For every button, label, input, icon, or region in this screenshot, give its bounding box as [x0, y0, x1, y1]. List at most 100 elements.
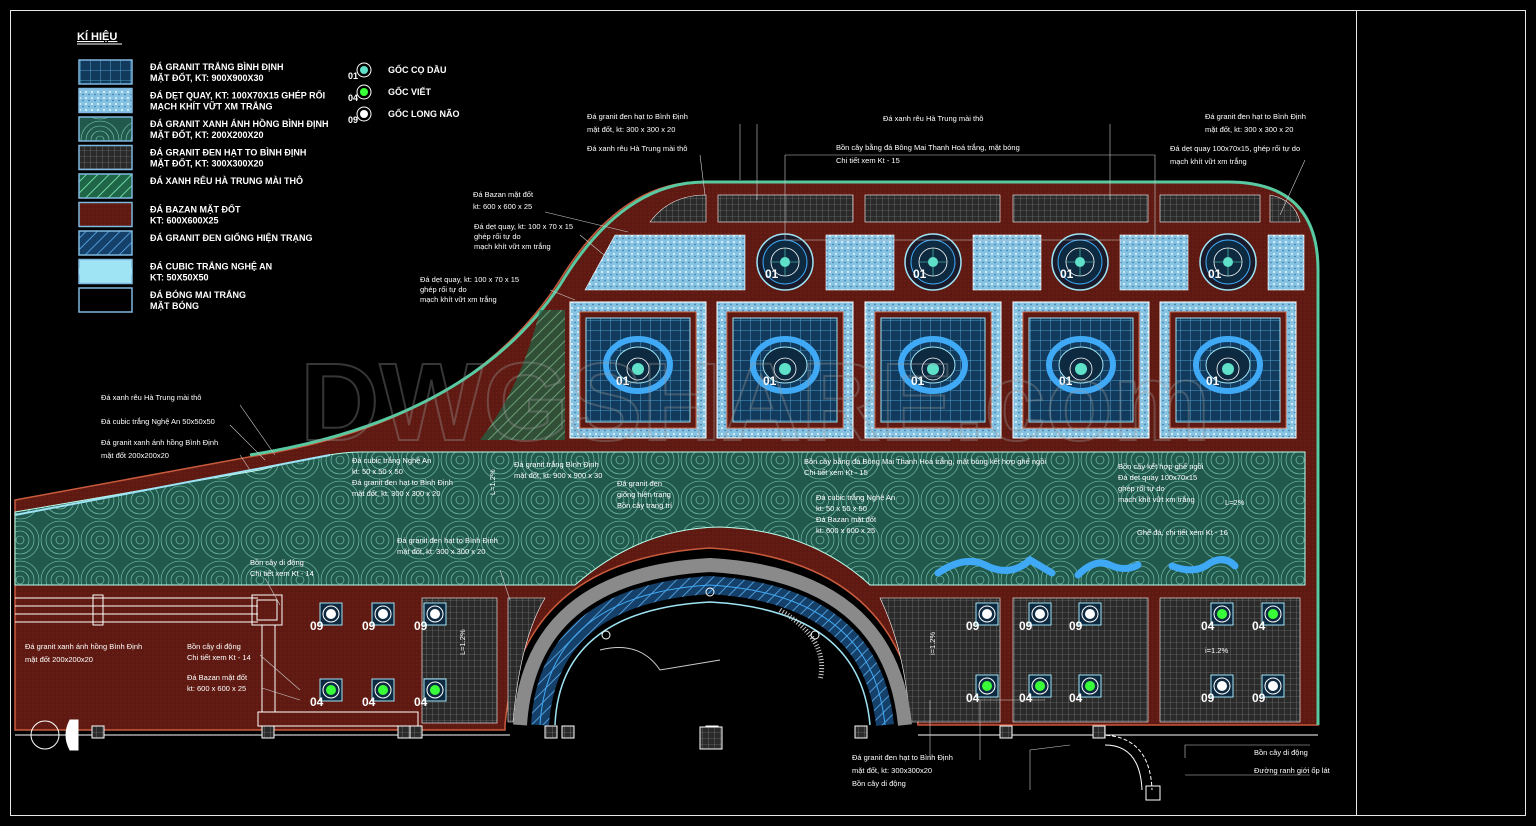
pillar-box [1092, 725, 1106, 739]
annotation-label: Đá granit đen hạt to Bình Định [1205, 112, 1306, 121]
tree-symbol-icon [356, 62, 372, 78]
annotation-label: mặt đốt 200x200x20 [25, 655, 93, 664]
annotation-label: kt: 50 x 50 x 50 [816, 504, 867, 513]
tree-symbol-icon [356, 106, 372, 122]
right-boundary [918, 734, 1318, 801]
tree-marker: 09 [1069, 602, 1102, 633]
legend-label: ĐÁ DẸT QUAY, KT: 100X70X15 GHÉP RỐI [150, 90, 325, 101]
palm-tree-icon [1222, 363, 1234, 375]
legend-swatch [78, 287, 133, 313]
top-granite-strips [649, 194, 1301, 223]
tree-icon [1264, 605, 1282, 623]
legend-item: ĐÁ DẸT QUAY, KT: 100X70X15 GHÉP RỐIMẠCH … [78, 87, 325, 114]
legend-item: ĐÁ GRANIT ĐEN GIỐNG HIỆN TRẠNG [78, 230, 313, 256]
legend-label: KT: 50X50X50 [150, 273, 209, 283]
legend-swatch [78, 173, 133, 199]
annotation-label: ghép rối tự do [1118, 484, 1165, 493]
flat-stone-panels [584, 234, 1305, 291]
annotation-label: mạch khít vữt xm trắng [1170, 157, 1247, 166]
legend-item: ĐÁ XANH RÊU HÀ TRUNG MÀI THÔ [78, 173, 303, 199]
tree-code: 04 [1019, 691, 1033, 705]
tree-marker: 04 [1069, 674, 1102, 705]
legend-label: ĐÁ BÓNG MAI TRẮNG [150, 289, 246, 300]
tree-icon [1081, 677, 1099, 695]
annotation-label: mặt đốt, kt: 300 x 300 x 20 [352, 489, 440, 498]
drawing-frame [10, 10, 1526, 816]
annotation-label: mạch khít vữt xm trắng [420, 295, 497, 304]
legend-label: MẶT ĐỐT, KT: 200X200X20 [150, 129, 264, 140]
tree-icon [374, 681, 392, 699]
palm-tree-icon [632, 363, 644, 375]
tree-code: 01 [763, 374, 777, 388]
legend-label: ĐÁ GRANIT ĐEN GIỐNG HIỆN TRẠNG [150, 232, 313, 243]
legend-label: ĐÁ BAZAN MẶT ĐỐT [150, 204, 241, 215]
annotation-label: Đá granit trắng Bình Định [514, 460, 599, 469]
tree-icon [1264, 677, 1282, 695]
tree-code: 04 [1069, 691, 1083, 705]
tree-icon [978, 677, 996, 695]
tree-code: 04 [1252, 619, 1266, 633]
annotation-label: Bồn cây bằng đá Bông Mai Thanh Hoá trắng… [804, 457, 1046, 466]
slope-label: i=1.2% [1205, 646, 1228, 655]
round-planter: 01 [1051, 233, 1109, 291]
leader-lines [229, 124, 1310, 790]
palm-tree-icon [927, 363, 939, 375]
tree-code: 01 [911, 374, 925, 388]
square-fountain-planter: 01 [864, 301, 1002, 439]
legend: KÍ HIỆU ĐÁ GRANIT TRẮNG BÌNH ĐỊNH MẶT ĐỐT… [77, 30, 460, 313]
pillar-box [397, 725, 411, 739]
legend-label: ĐÁ GRANIT TRẮNG BÌNH ĐỊNH [150, 62, 284, 72]
pillar-box [91, 725, 105, 739]
tree-code: 01 [1208, 267, 1222, 281]
annotation-label: Đá dẹt quay, kt: 100 x 70 x 15 [420, 275, 519, 284]
pillar-box [409, 725, 423, 739]
annotation-label: Đường ranh giới ốp lát [1254, 766, 1331, 775]
annotation-label: Bồn cây di động [852, 779, 906, 788]
annotation-label: mặt đốt, kt: 300 x 300 x 20 [587, 125, 675, 134]
legend-title: KÍ HIỆU [77, 30, 117, 43]
title-block-divider [1356, 10, 1357, 816]
central-arch [513, 557, 912, 726]
green-border-edge [249, 180, 1320, 725]
annotation-label: Chi tiết xem Kt - 15 [804, 468, 868, 477]
annotation-label: Đá cubic trắng Nghệ An [816, 493, 895, 502]
annotation-label: Bồn cây di động [250, 558, 304, 567]
tree-icon [978, 605, 996, 623]
legend-swatch [78, 59, 133, 85]
tree-marker: 09 [1019, 602, 1052, 633]
annotation-label: Đá granit xanh ánh hồng Bình Định [101, 438, 218, 447]
annotation-label: Đá dẹt quay 100x70x15, ghép rối tự do [1170, 144, 1300, 153]
annotation-label: Đá dẹt quay, kt: 100 x 70 x 15 [474, 222, 573, 231]
tree-marker: 09 [966, 602, 999, 633]
tree-name: GỐC CỌ DẦU [388, 64, 447, 75]
wave-benches [934, 555, 1239, 579]
palm-tree-icon [1075, 363, 1087, 375]
tree-code: 01 [765, 267, 779, 281]
annotation-label: Đá granit đen hạt to Bình Định [587, 112, 688, 121]
annotation-label: kt: 600 x 600 x 25 [473, 202, 532, 211]
tree-marker: 09 [1252, 674, 1285, 705]
tree-marker: 04 [1252, 602, 1285, 633]
legend-swatch [78, 201, 133, 228]
legend-swatch [78, 144, 133, 171]
legend-label: ĐÁ CUBIC TRẮNG NGHỆ AN [150, 261, 272, 272]
legend-swatch [78, 116, 133, 142]
tree-code: 09 [966, 619, 980, 633]
annotation-label: mạch khít vữt xm trắng [1118, 495, 1195, 504]
tree-icon [322, 605, 340, 623]
tree-name: GỐC VIẾT [388, 86, 432, 97]
tree-icon [1031, 677, 1049, 695]
tree-marker: 09 [310, 602, 343, 633]
tree-code: 04 [362, 695, 376, 709]
